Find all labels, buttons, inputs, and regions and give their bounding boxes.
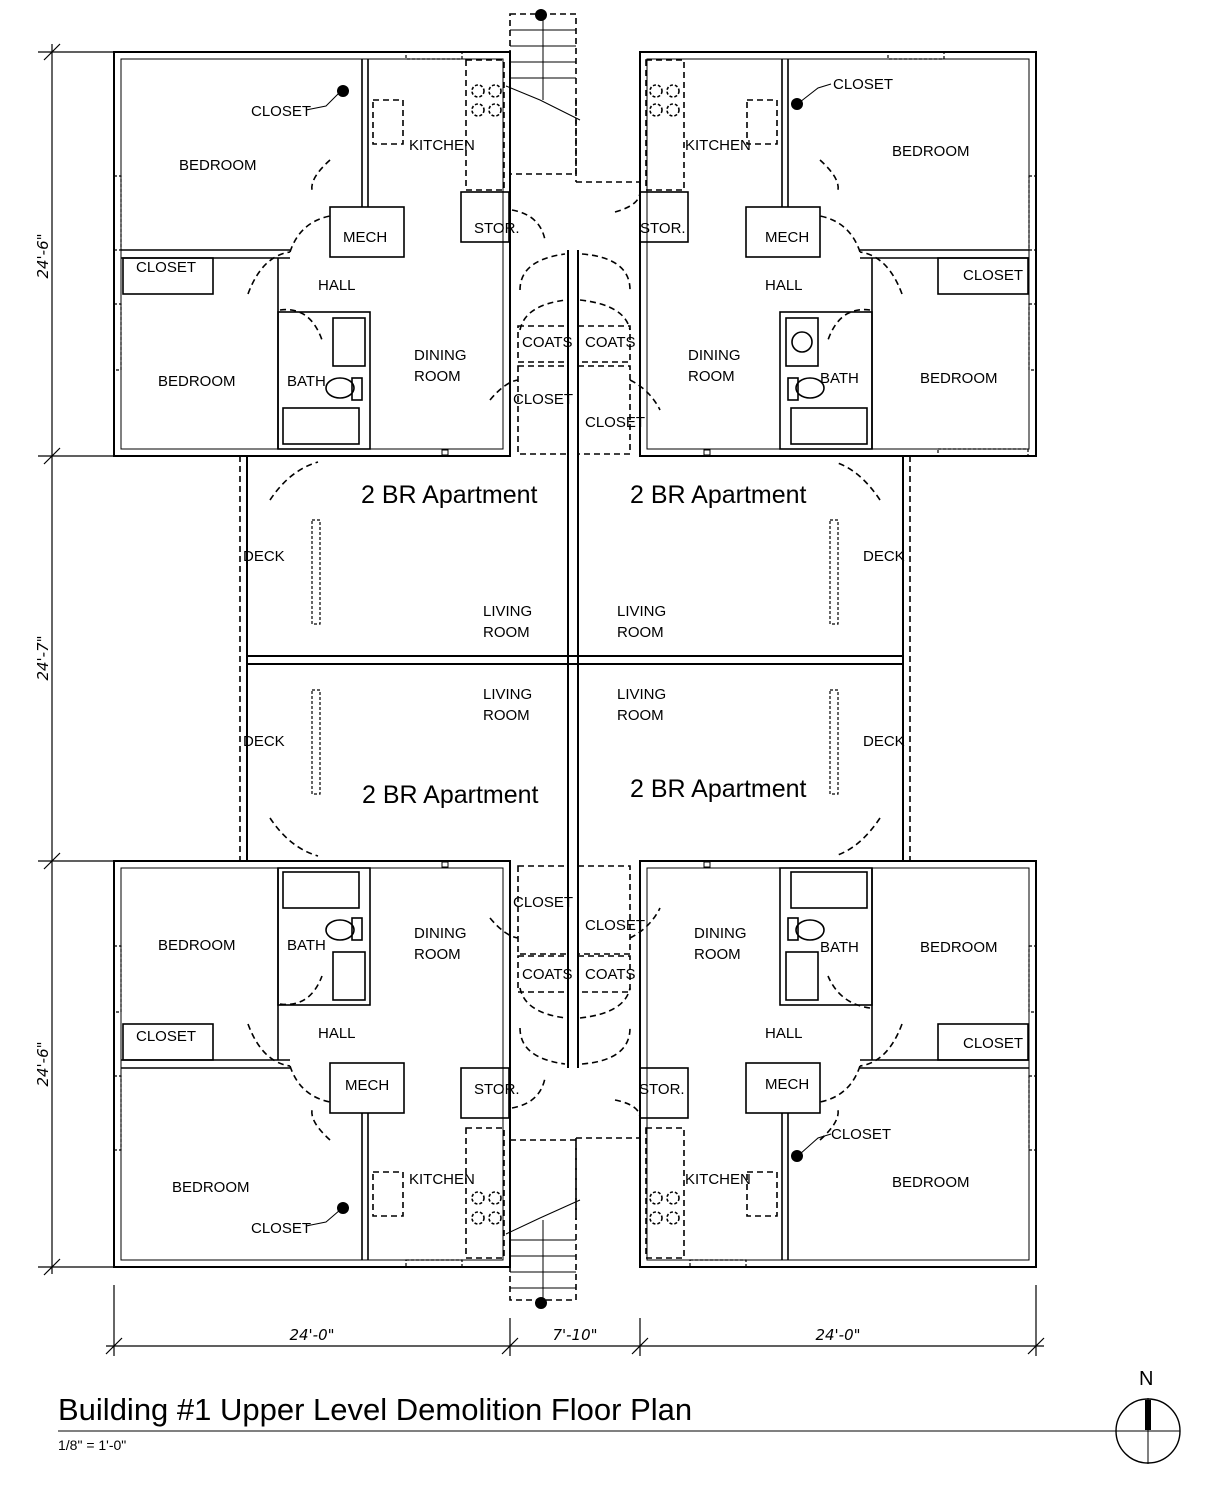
bedroom-label: BEDROOM bbox=[158, 373, 236, 390]
coats-label: COATS bbox=[522, 334, 573, 351]
closet-label: CLOSET bbox=[251, 103, 311, 120]
dimension-label: 24'-6" bbox=[34, 1041, 52, 1086]
exterior-walls bbox=[113, 51, 1037, 1268]
bedroom-label: BEDROOM bbox=[892, 1174, 970, 1191]
coats-label: COATS bbox=[585, 966, 636, 983]
page-title: Building #1 Upper Level Demolition Floor… bbox=[58, 1392, 693, 1427]
interior-walls bbox=[121, 59, 1029, 1260]
hall-label: HALL bbox=[765, 1025, 803, 1042]
closet-label: CLOSET bbox=[513, 391, 573, 408]
kitchen-label: KITCHEN bbox=[685, 137, 751, 154]
deck-edges bbox=[239, 456, 911, 861]
bath-label: BATH bbox=[820, 939, 859, 956]
bedroom-label: BEDROOM bbox=[179, 157, 257, 174]
apartment-label: 2 BR Apartment bbox=[361, 481, 538, 509]
living-label: ROOM bbox=[483, 624, 530, 641]
dining-label: ROOM bbox=[688, 368, 735, 385]
mech-label: MECH bbox=[343, 229, 387, 246]
north-label: N bbox=[1139, 1368, 1154, 1390]
dimension-label: 24'-7" bbox=[34, 635, 52, 680]
closet-label: CLOSET bbox=[831, 1126, 891, 1143]
stor-label: STOR. bbox=[639, 1081, 685, 1098]
dining-label: DINING bbox=[694, 925, 747, 942]
closet-label: CLOSET bbox=[585, 917, 645, 934]
closet-label: CLOSET bbox=[833, 76, 893, 93]
closet-label: CLOSET bbox=[136, 259, 196, 276]
dining-label: ROOM bbox=[694, 946, 741, 963]
hall-label: HALL bbox=[318, 277, 356, 294]
kitchen-label: KITCHEN bbox=[685, 1171, 751, 1188]
bedroom-label: BEDROOM bbox=[920, 939, 998, 956]
closet-label: CLOSET bbox=[136, 1028, 196, 1045]
bath-label: BATH bbox=[287, 373, 326, 390]
bedroom-label: BEDROOM bbox=[892, 143, 970, 160]
stair-markers bbox=[337, 9, 803, 1309]
dimension-label: 24'-0" bbox=[289, 1326, 334, 1344]
dimension-label: 7'-10" bbox=[552, 1326, 597, 1344]
dining-label: DINING bbox=[688, 347, 741, 364]
apartment-label: 2 BR Apartment bbox=[630, 481, 807, 509]
apartment-label: 2 BR Apartment bbox=[362, 781, 539, 809]
dining-label: ROOM bbox=[414, 946, 461, 963]
dimension-label: 24'-6" bbox=[34, 233, 52, 278]
stor-label: STOR. bbox=[640, 220, 686, 237]
deck-label: DECK bbox=[863, 733, 905, 750]
coats-label: COATS bbox=[522, 966, 573, 983]
closet-label: CLOSET bbox=[963, 267, 1023, 284]
living-label: LIVING bbox=[617, 603, 666, 620]
living-label: ROOM bbox=[483, 707, 530, 724]
mech-label: MECH bbox=[765, 229, 809, 246]
living-label: LIVING bbox=[483, 686, 532, 703]
hall-label: HALL bbox=[765, 277, 803, 294]
bedroom-label: BEDROOM bbox=[158, 937, 236, 954]
door-swings bbox=[247, 159, 903, 1141]
stair-treads bbox=[510, 14, 576, 1304]
dining-label: ROOM bbox=[414, 368, 461, 385]
labels: CLOSET BEDROOM KITCHEN MECH STOR. CLOSET… bbox=[34, 76, 1023, 1344]
closet-label: CLOSET bbox=[585, 414, 645, 431]
closet-label: CLOSET bbox=[963, 1035, 1023, 1052]
bedroom-label: BEDROOM bbox=[172, 1179, 250, 1196]
deck-label: DECK bbox=[243, 733, 285, 750]
mech-label: MECH bbox=[765, 1076, 809, 1093]
dining-label: DINING bbox=[414, 347, 467, 364]
dimension-lines bbox=[38, 43, 1045, 1356]
living-label: ROOM bbox=[617, 707, 664, 724]
scale-label: 1/8" = 1'-0" bbox=[58, 1437, 127, 1453]
living-label: ROOM bbox=[617, 624, 664, 641]
north-arrow-icon bbox=[1115, 1398, 1181, 1464]
closet-label: CLOSET bbox=[251, 1220, 311, 1237]
kitchen-label: KITCHEN bbox=[409, 1171, 475, 1188]
coats-label: COATS bbox=[585, 334, 636, 351]
dining-label: DINING bbox=[414, 925, 467, 942]
mech-label: MECH bbox=[345, 1077, 389, 1094]
living-label: LIVING bbox=[483, 603, 532, 620]
floor-markers bbox=[441, 449, 711, 868]
bedroom-label: BEDROOM bbox=[920, 370, 998, 387]
deck-label: DECK bbox=[243, 548, 285, 565]
stor-label: STOR. bbox=[474, 220, 520, 237]
closet-leaders bbox=[305, 83, 832, 1235]
closet-label: CLOSET bbox=[513, 894, 573, 911]
central-closets bbox=[517, 325, 631, 993]
bath-label: BATH bbox=[820, 370, 859, 387]
bath-label: BATH bbox=[287, 937, 326, 954]
deck-label: DECK bbox=[863, 548, 905, 565]
dimension-label: 24'-0" bbox=[815, 1326, 860, 1344]
living-label: LIVING bbox=[617, 686, 666, 703]
stor-label: STOR. bbox=[474, 1081, 520, 1098]
hall-label: HALL bbox=[318, 1025, 356, 1042]
apartment-label: 2 BR Apartment bbox=[630, 775, 807, 803]
windows bbox=[113, 51, 1037, 1268]
kitchen-label: KITCHEN bbox=[409, 137, 475, 154]
